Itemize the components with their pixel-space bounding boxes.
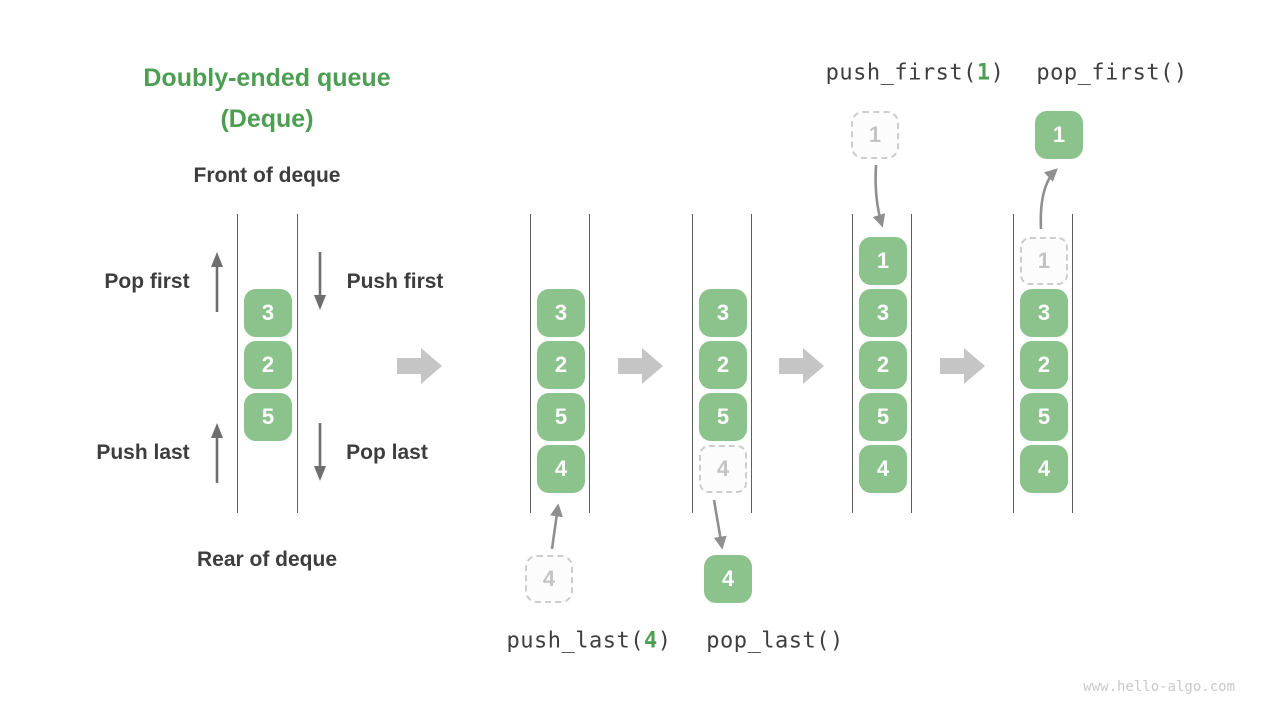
queue-cell: 3 <box>244 289 292 337</box>
push-first-code-label: push_first(1) <box>826 61 1005 86</box>
popped-value-box: 4 <box>704 555 752 603</box>
push-first-down-arrow-icon <box>314 252 326 310</box>
pop-last-label: Pop last <box>346 441 428 464</box>
front-of-deque-label: Front of deque <box>193 164 341 187</box>
queue-cell: 4 <box>537 445 585 493</box>
queue-cell: 3 <box>859 289 907 337</box>
queue-cell: 5 <box>244 393 292 441</box>
pop-last-down-arrow-icon <box>314 423 326 481</box>
queue-column-after-push-last: 3 2 5 4 <box>530 214 590 513</box>
rear-of-deque-label: Rear of deque <box>196 548 338 571</box>
pop-last-connector-arrow-icon <box>712 499 727 550</box>
incoming-value-box: 4 <box>525 555 573 603</box>
push-last-code-label: push_last(4) <box>507 629 672 654</box>
push-last-label: Push last <box>96 441 190 464</box>
pop-last-code-label: pop_last() <box>706 629 843 654</box>
push-first-connector-arrow-icon <box>872 164 886 228</box>
push-last-up-arrow-icon <box>211 423 223 483</box>
page-title-line2: (Deque) <box>220 105 314 133</box>
code-close: ) <box>990 60 1005 86</box>
queue-cell: 5 <box>1020 393 1068 441</box>
queue-cell: 5 <box>537 393 585 441</box>
queue-cell: 2 <box>537 341 585 389</box>
code-fn: push_last( <box>506 628 644 654</box>
page-title-line1: Doubly-ended queue <box>143 64 391 92</box>
queue-column-after-pop-first: 1 3 2 5 4 <box>1013 214 1073 513</box>
queue-cell-removed: 4 <box>699 445 747 493</box>
queue-cell: 5 <box>699 393 747 441</box>
queue-cell: 2 <box>859 341 907 389</box>
queue-cell: 3 <box>537 289 585 337</box>
queue-column-after-pop-last: 3 2 5 4 <box>692 214 752 513</box>
watermark: www.hello-algo.com <box>1083 679 1235 695</box>
code-arg: 1 <box>976 60 991 86</box>
code-arg: 4 <box>643 628 658 654</box>
queue-cell: 1 <box>859 237 907 285</box>
code-fn: push_first( <box>825 60 977 86</box>
popped-value-box: 1 <box>1035 111 1083 159</box>
push-last-connector-arrow-icon <box>550 503 564 550</box>
transition-arrow-icon <box>618 348 663 384</box>
code-close: ) <box>657 628 672 654</box>
queue-cell: 3 <box>699 289 747 337</box>
queue-cell: 2 <box>244 341 292 389</box>
push-first-label: Push first <box>346 270 444 293</box>
queue-cell: 3 <box>1020 289 1068 337</box>
queue-cell: 4 <box>859 445 907 493</box>
transition-arrow-icon <box>779 348 824 384</box>
transition-arrow-icon <box>397 348 442 384</box>
page-title: Doubly-ended queue (Deque) <box>143 58 390 140</box>
queue-cell: 5 <box>859 393 907 441</box>
queue-cell: 2 <box>1020 341 1068 389</box>
queue-column-after-push-first: 1 3 2 5 4 <box>852 214 912 513</box>
queue-cell: 2 <box>699 341 747 389</box>
code-fn: pop_last() <box>706 628 844 654</box>
pop-first-label: Pop first <box>104 270 190 293</box>
queue-column-demo: 3 2 5 <box>237 214 298 513</box>
queue-cell-removed: 1 <box>1020 237 1068 285</box>
pop-first-connector-arrow-icon <box>1039 168 1058 230</box>
code-fn: pop_first() <box>1036 60 1188 86</box>
pop-first-up-arrow-icon <box>211 252 223 312</box>
pop-first-code-label: pop_first() <box>1036 61 1187 86</box>
incoming-value-box: 1 <box>851 111 899 159</box>
transition-arrow-icon <box>940 348 985 384</box>
queue-cell: 4 <box>1020 445 1068 493</box>
